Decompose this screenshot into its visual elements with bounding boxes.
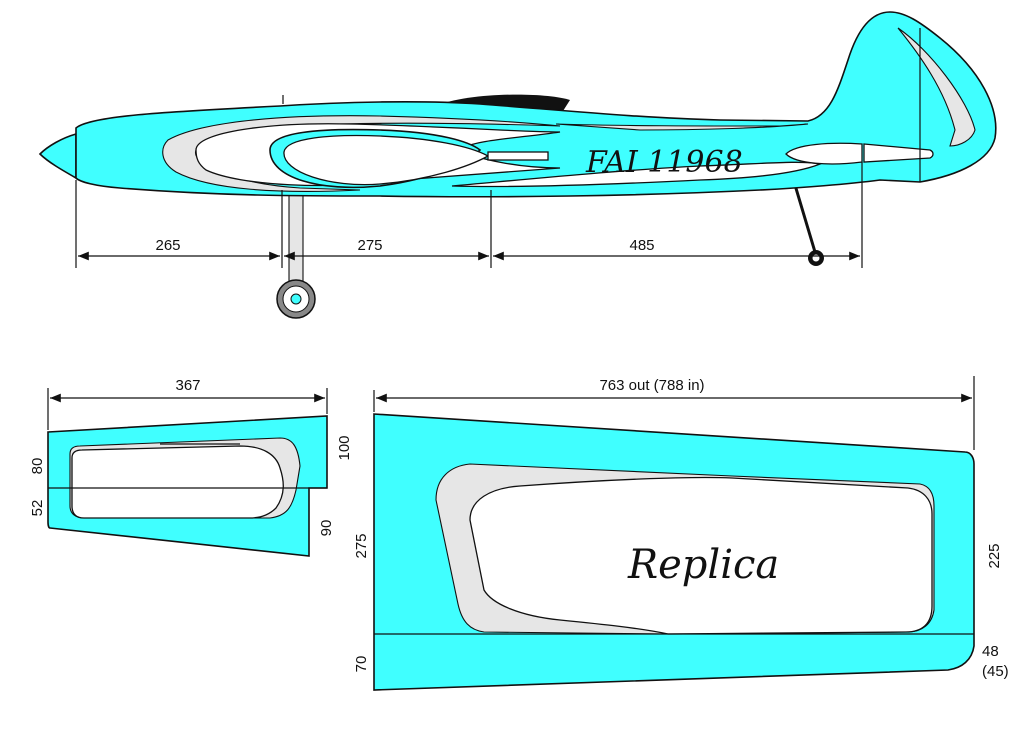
wing-dimensions: 763 out (788 in) 275 70 225 48 (45): [353, 376, 1009, 680]
wing-cutout: [469, 476, 933, 635]
registration-text: FAI 11968: [585, 145, 743, 180]
dim-stab-root-top: 80: [29, 458, 46, 475]
dim-wing-tip-chord: 225: [986, 543, 1003, 568]
dim-wing-root-flap: 70: [353, 656, 370, 673]
tail-skid: [793, 184, 817, 253]
dim-gear-to-wing: 275: [357, 237, 382, 254]
tail-window: [785, 142, 863, 165]
rudder-slot: [863, 143, 934, 163]
dim-stab-tip-bottom: 90: [318, 520, 335, 537]
tail-wheel: [808, 250, 824, 266]
stabilizer-view: 367 80 52 100 90: [29, 377, 353, 557]
dim-stabilizer-span: 367: [175, 377, 200, 394]
dim-wing-span: 763 out (788 in): [599, 377, 704, 394]
main-wheel: [276, 279, 316, 319]
dim-wing-root-chord: 275: [353, 533, 370, 558]
fuselage-slot: [487, 151, 549, 161]
stabilizer-dimensions: 367 80 52 100 90: [29, 377, 353, 536]
wing-view: Replica 763 out (788 in) 275 70 225 48 (…: [353, 376, 1009, 691]
fin-shade: [897, 27, 976, 147]
dim-wing-to-tail: 485: [629, 237, 654, 254]
dim-stab-root-bottom: 52: [29, 500, 46, 517]
fuselage-dimensions: 265 275 485: [75, 162, 863, 268]
dim-nose-to-gear: 265: [155, 237, 180, 254]
spinner: [38, 132, 77, 180]
wing-label: Replica: [627, 542, 779, 588]
stabilizer-cutout: [71, 445, 284, 519]
fuselage-shade-top: [555, 123, 809, 131]
dim-wing-tip-flap-alt: (45): [982, 663, 1009, 680]
dim-wing-tip-flap: 48: [982, 643, 999, 660]
fuselage-side-view: FAI 11968 265 275 485: [38, 11, 997, 319]
landing-gear-leg: [288, 191, 304, 287]
dim-stab-tip-top: 100: [336, 435, 353, 460]
